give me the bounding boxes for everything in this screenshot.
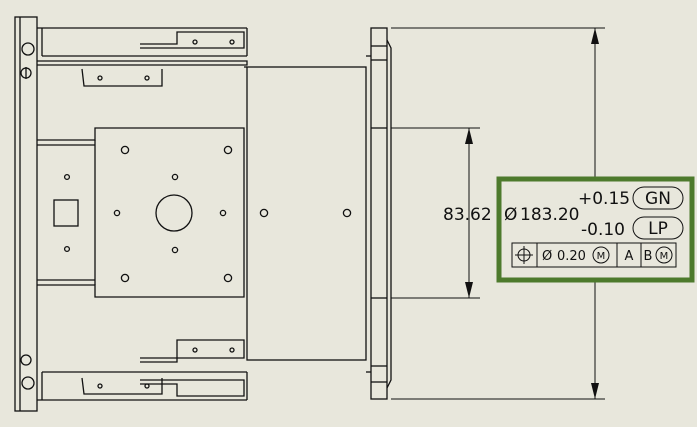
tolerance-lower: -0.10 xyxy=(581,220,625,240)
modifier-lower: LP xyxy=(648,219,668,239)
datum-a: A xyxy=(625,249,634,264)
position-icon xyxy=(515,246,533,264)
modifier-upper-frame xyxy=(632,186,684,210)
diameter-annotation[interactable]: Ø 183.20 +0.15 -0.10 GN LP Ø 0.20 M A B … xyxy=(496,176,695,283)
fcf-tolerance-value: 0.20 xyxy=(557,249,586,264)
feature-control-frame[interactable] xyxy=(511,242,677,268)
diameter-symbol: Ø xyxy=(504,205,517,225)
diameter-value: 183.20 xyxy=(520,205,579,225)
left-rail xyxy=(14,16,38,412)
modifier-upper: GN xyxy=(645,189,671,209)
mmc-modifier-circle xyxy=(592,246,610,264)
fcf-material-modifier: M xyxy=(597,251,606,262)
annotation-highlight-frame xyxy=(496,176,695,283)
right-flange xyxy=(370,27,388,400)
datum-b: B xyxy=(644,249,653,264)
dimension-arrows xyxy=(465,28,599,399)
part-view[interactable] xyxy=(14,16,392,412)
modifier-lower-frame xyxy=(632,216,684,240)
datum-b-modifier-circle xyxy=(655,246,673,264)
fcf-diameter-symbol: Ø xyxy=(542,249,552,264)
datum-b-modifier: M xyxy=(660,251,669,262)
dimension-83-62[interactable]: 83.62 xyxy=(443,205,492,225)
tolerance-upper: +0.15 xyxy=(578,189,630,209)
